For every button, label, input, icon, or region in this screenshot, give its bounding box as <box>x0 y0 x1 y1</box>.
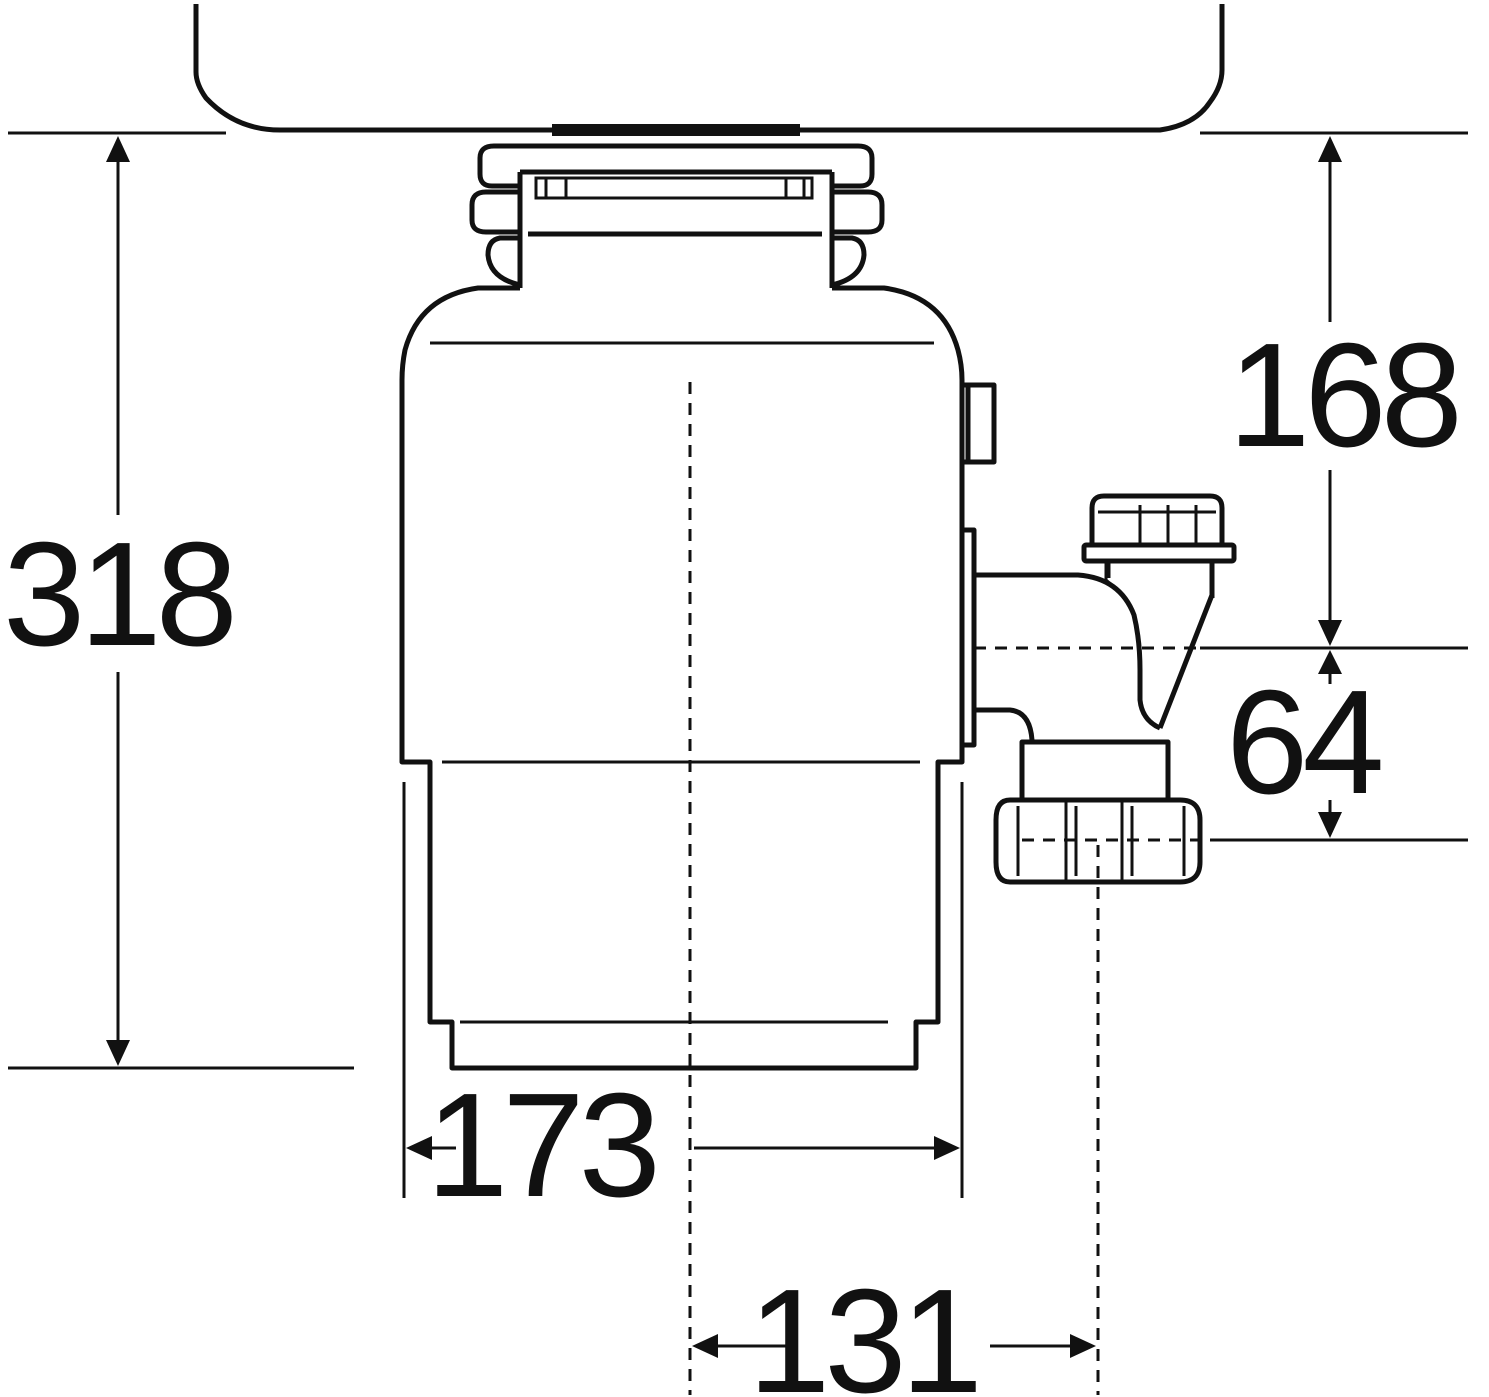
arrow-up-icon <box>1318 136 1342 162</box>
dimension-318: 318 <box>3 136 238 1066</box>
dimension-64: 64 <box>1226 650 1386 838</box>
inlet-nut-base <box>1081 542 1237 564</box>
arrow-down-icon <box>1318 620 1342 646</box>
arrow-right-icon <box>934 1136 960 1160</box>
dimension-label-64: 64 <box>1226 660 1380 825</box>
arrow-down-icon <box>1318 812 1342 838</box>
dimension-label-168: 168 <box>1228 313 1457 478</box>
arrow-up-icon <box>106 136 130 162</box>
arrow-right-icon <box>1070 1334 1096 1358</box>
dimension-168: 168 <box>1228 136 1463 646</box>
outlet-coupling <box>1019 739 1171 803</box>
extension-lines <box>8 131 1468 1198</box>
sink-flange <box>552 124 800 136</box>
dimension-label-131: 131 <box>748 1259 977 1397</box>
sink-basin <box>193 4 1225 136</box>
inlet-nut <box>1089 493 1225 545</box>
mounting-collar <box>469 143 885 288</box>
arrow-down-icon <box>106 1040 130 1066</box>
arrow-up-icon <box>1318 650 1342 674</box>
side-switch-box <box>962 382 997 748</box>
arrow-left-icon <box>692 1334 718 1358</box>
dimension-173: 173 <box>406 1063 960 1228</box>
outlet-nut <box>993 797 1203 885</box>
dimension-label-318: 318 <box>3 512 232 677</box>
outlet-pipe <box>974 493 1237 885</box>
center-lines <box>688 382 1200 1395</box>
dimension-131: 131 <box>692 1259 1096 1397</box>
arrow-left-icon <box>406 1136 432 1160</box>
dimension-label-173: 173 <box>426 1063 655 1228</box>
disposer-body <box>399 285 965 1071</box>
